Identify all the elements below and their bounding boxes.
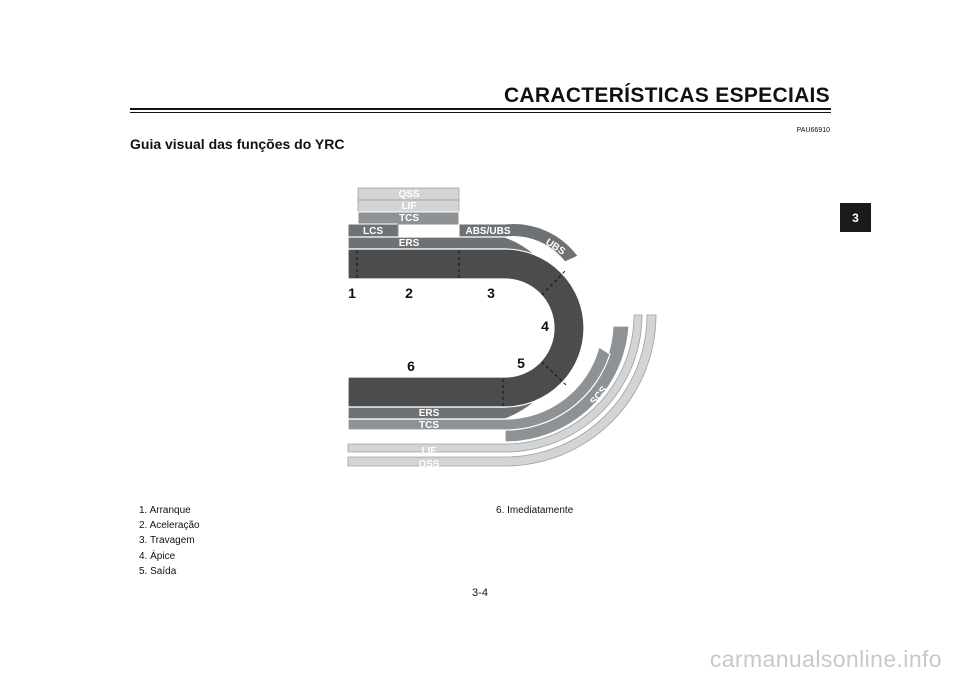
legend-item-5: 5. Saída — [139, 565, 177, 577]
ers-top-label: ERS — [399, 238, 420, 249]
legend-item-2: 2. Aceleração — [139, 520, 200, 532]
phase-number-2: 2 — [405, 285, 413, 301]
tcs-top-label: TCS — [399, 213, 419, 224]
ers-bottom-label: ERS — [419, 408, 440, 419]
phase-number-3: 3 — [487, 285, 495, 301]
phase-number-4: 4 — [541, 318, 549, 334]
tcs-bottom-band — [347, 346, 611, 431]
lcs-label: LCS — [363, 226, 383, 237]
legend-item-6: 6. Imediatamente — [496, 505, 574, 516]
phase-number-5: 5 — [517, 355, 525, 371]
phase-number-6: 6 — [407, 358, 415, 374]
header-rule-thin — [130, 112, 831, 113]
lif-bottom-band — [347, 314, 643, 453]
legend-item-1: 1. Arranque — [139, 505, 191, 516]
phase-number-1: 1 — [348, 285, 356, 301]
page-number: 3-4 — [472, 587, 488, 599]
qss-bottom-label: QSS — [418, 459, 439, 470]
track-band — [347, 248, 585, 408]
section-title: Guia visual das funções do YRC — [130, 136, 345, 152]
lif-top-label: LIF — [402, 201, 417, 212]
watermark: carmanualsonline.info — [709, 646, 942, 672]
lif-bottom-label: LIF — [422, 446, 437, 457]
legend-item-3: 3. Travagem — [139, 535, 195, 547]
header-rule — [130, 108, 831, 110]
page-header-title: CARACTERÍSTICAS ESPECIAIS — [503, 84, 830, 107]
lcs-gap — [397, 223, 460, 238]
chapter-tab: 3 — [840, 203, 871, 232]
abs-ubs-band — [458, 223, 579, 263]
legend-list-right: 6. Imediatamente — [496, 503, 573, 518]
tcs-bottom-label: TCS — [419, 420, 439, 431]
qss-top-label: QSS — [398, 189, 419, 200]
legend-item-4: 4. Ápice — [139, 550, 176, 562]
abs-ubs-label: ABS/UBS — [465, 226, 510, 237]
document-code: PAU66910 — [796, 127, 830, 134]
qss-bottom-band — [347, 314, 657, 467]
legend-list: 1. Arranque 2. Aceleração 3. Travagem 4.… — [139, 503, 200, 579]
